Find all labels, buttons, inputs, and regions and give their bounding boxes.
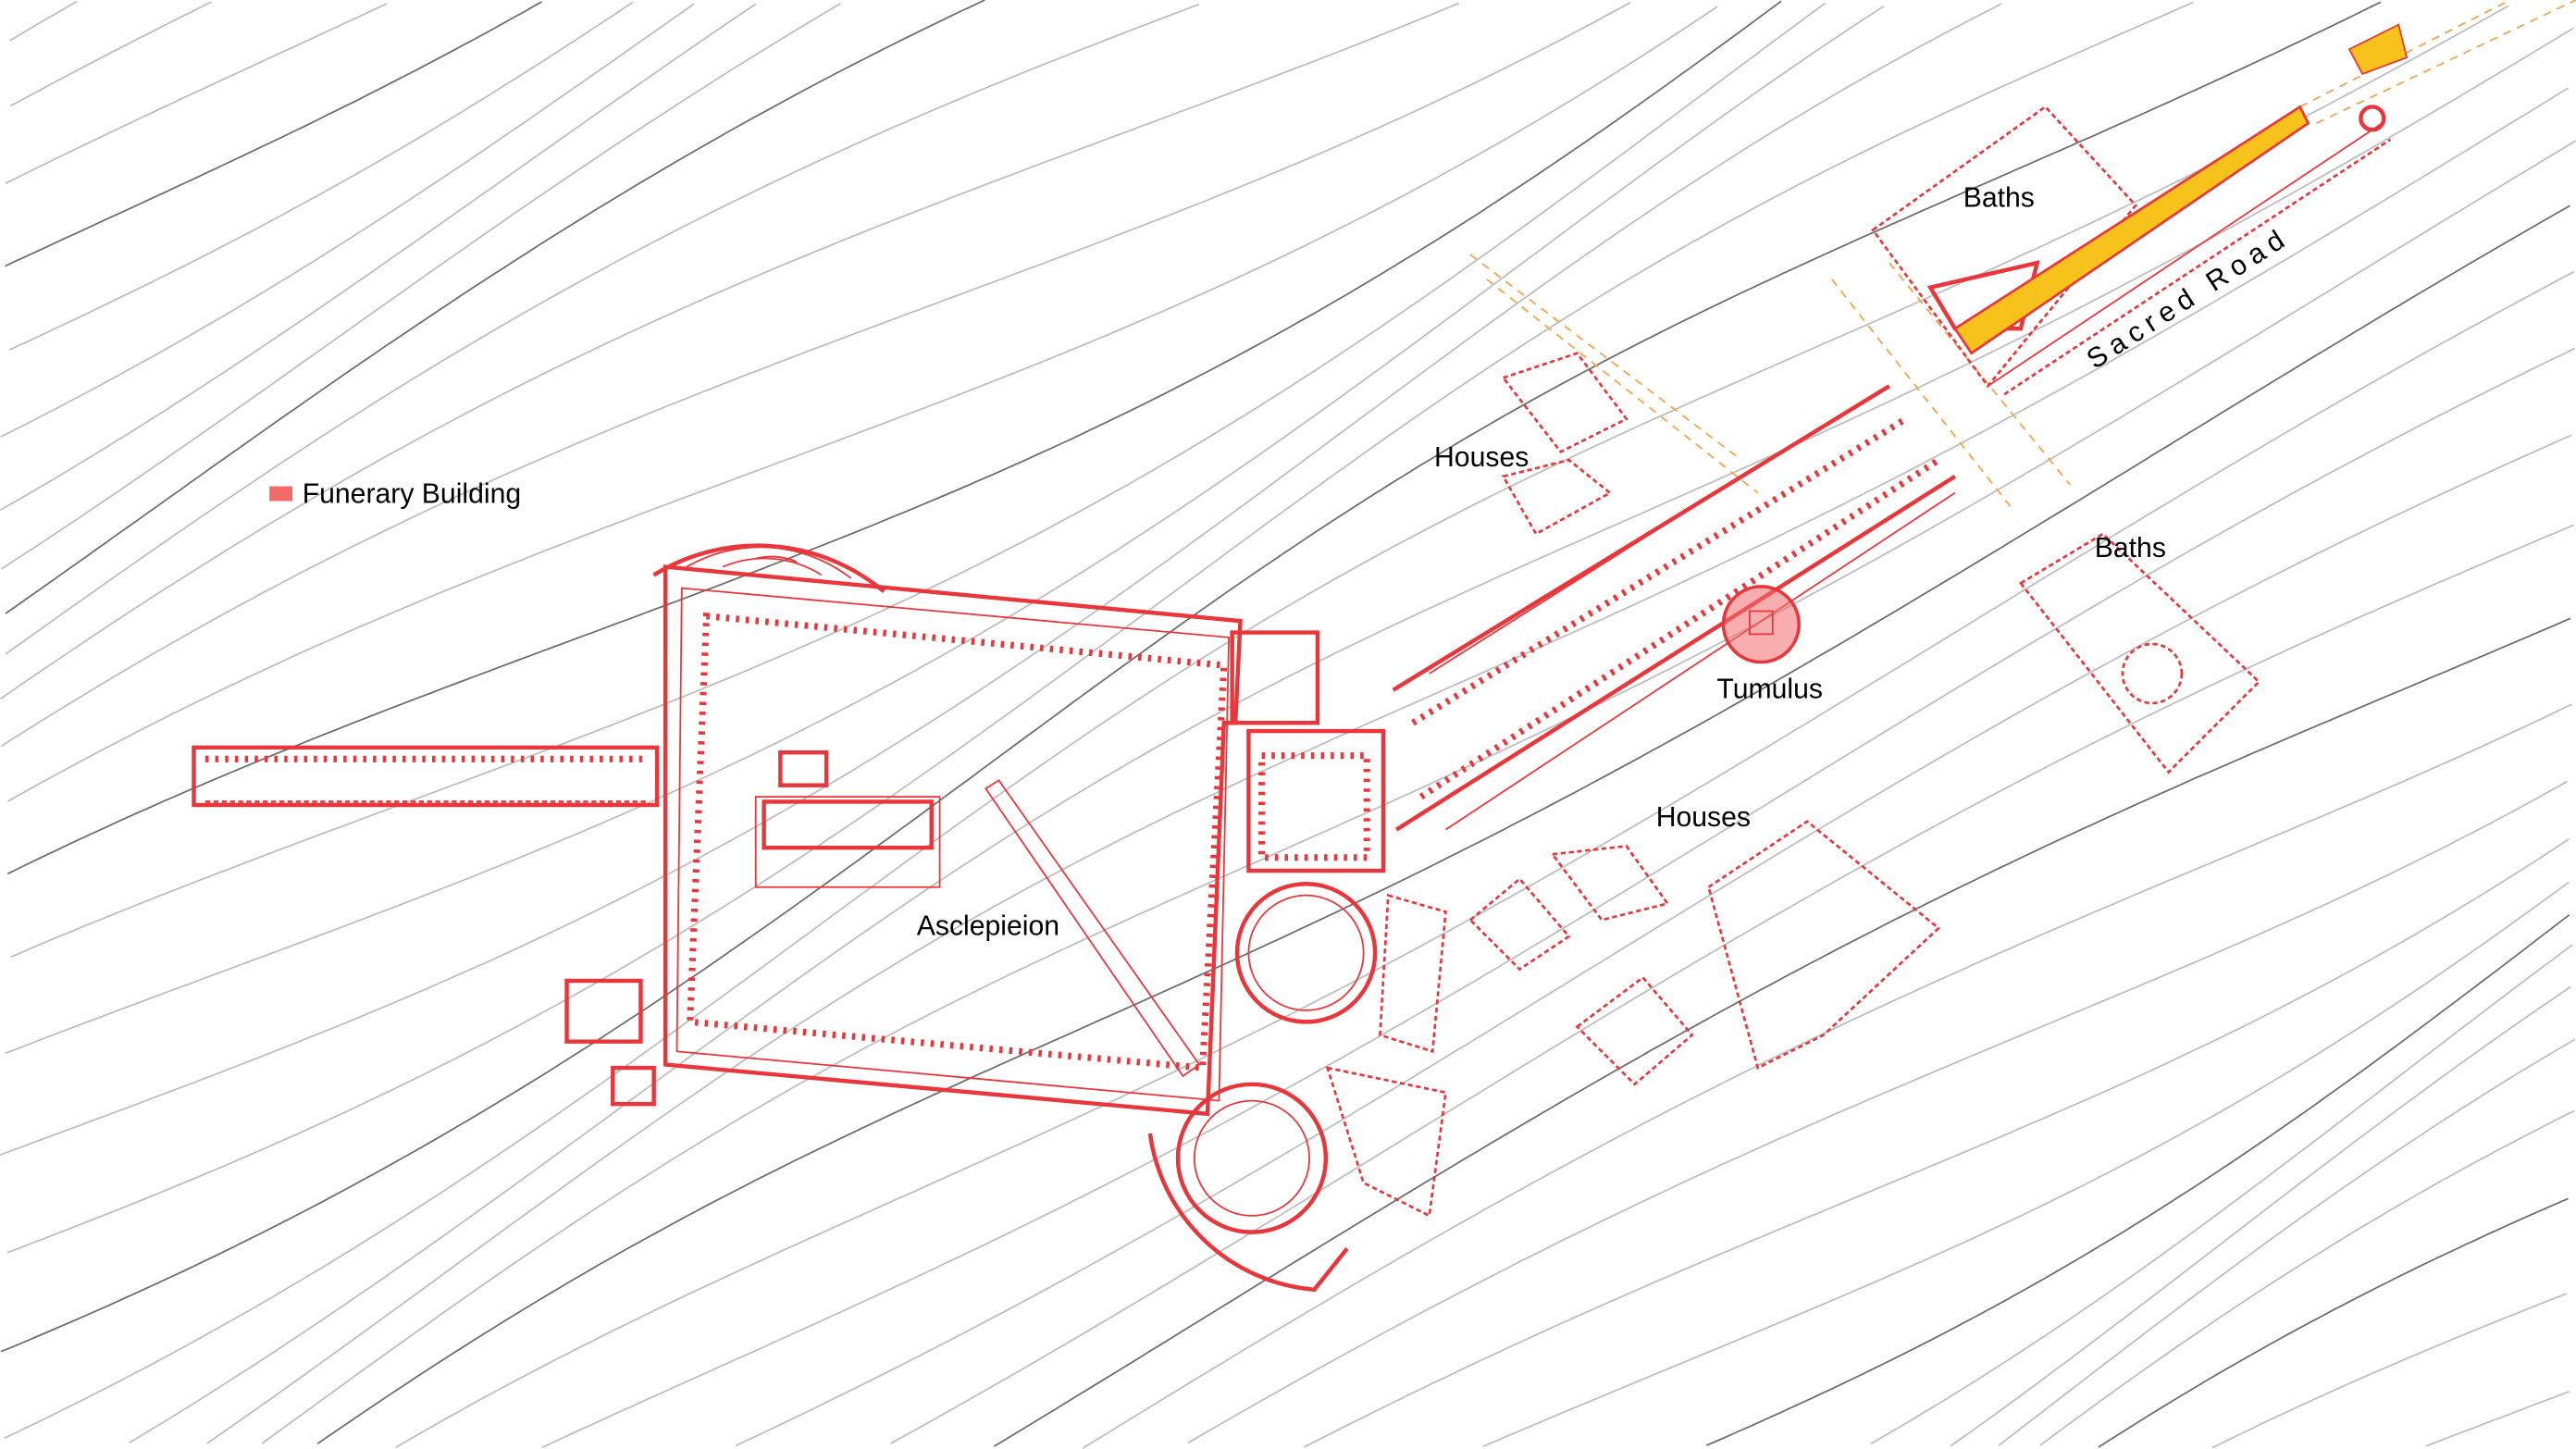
colonnaded-street bbox=[1392, 384, 1957, 832]
contour-line bbox=[993, 617, 2571, 1447]
contour-line bbox=[206, 87, 2570, 1444]
contour-line bbox=[9, 1, 78, 42]
label-baths-east: Baths bbox=[2095, 533, 2166, 564]
contour-line bbox=[316, 204, 2570, 1445]
projected-lines bbox=[1469, 0, 2576, 510]
contour-line bbox=[1303, 838, 2570, 1448]
contour-line bbox=[261, 140, 2576, 1444]
sacred-road bbox=[1952, 23, 2409, 396]
contour-line bbox=[541, 347, 2576, 1449]
contour-line bbox=[1870, 944, 2573, 1445]
contour-line bbox=[129, 27, 2574, 1444]
label-houses-north: Houses bbox=[1434, 442, 1529, 473]
legend-label-funerary-building: Funerary Building bbox=[303, 478, 521, 509]
contour-line bbox=[6, 0, 1782, 875]
contour-line bbox=[10, 2, 1827, 958]
funerary-building-swatch bbox=[269, 486, 293, 502]
contour-line bbox=[1082, 703, 2572, 1449]
label-baths-north: Baths bbox=[1963, 183, 2035, 214]
label-houses-south: Houses bbox=[1656, 802, 1751, 833]
contour-line bbox=[0, 3, 757, 511]
label-tumulus: Tumulus bbox=[1716, 675, 1823, 705]
contour-line bbox=[2425, 1391, 2570, 1447]
tumulus bbox=[1721, 585, 1801, 664]
contour-line bbox=[2039, 1109, 2575, 1446]
houses bbox=[1468, 352, 1941, 1086]
contour-line bbox=[1950, 985, 2571, 1447]
contour-line bbox=[2211, 1293, 2568, 1449]
contour-line bbox=[1187, 780, 2569, 1444]
contour-line bbox=[5, 5, 1885, 1055]
contour-line bbox=[6, 6, 1718, 802]
contour-line bbox=[9, 1, 212, 107]
contour-line bbox=[0, 3, 695, 438]
contour-line bbox=[5, 0, 985, 614]
contour-line bbox=[8, 1, 634, 351]
contour-line bbox=[0, 2, 842, 570]
contour-line bbox=[5, 3, 388, 184]
baths bbox=[1871, 105, 2261, 774]
legend: Funerary Building bbox=[269, 478, 521, 509]
contour-line bbox=[890, 524, 2575, 1444]
contour-line bbox=[6, 1, 2194, 1254]
contour-line bbox=[0, 3, 2002, 1157]
contour-line bbox=[735, 434, 2572, 1447]
contour-line bbox=[1482, 881, 2570, 1448]
contour-line bbox=[0, 1, 2382, 1353]
contour-line bbox=[1706, 914, 2570, 1446]
contour-line bbox=[0, 2, 1460, 700]
label-asclepieion: Asclepieion bbox=[917, 910, 1059, 941]
contour-line bbox=[0, 1, 1631, 748]
contour-line bbox=[5, 3, 1200, 655]
contour-line bbox=[4, 5, 2509, 1440]
contour-line bbox=[5, 1, 542, 267]
contour-line bbox=[1998, 1038, 2576, 1446]
contour-line bbox=[395, 270, 2575, 1449]
asclepieion-complex bbox=[192, 543, 1447, 1293]
contour-line bbox=[2098, 1197, 2569, 1448]
